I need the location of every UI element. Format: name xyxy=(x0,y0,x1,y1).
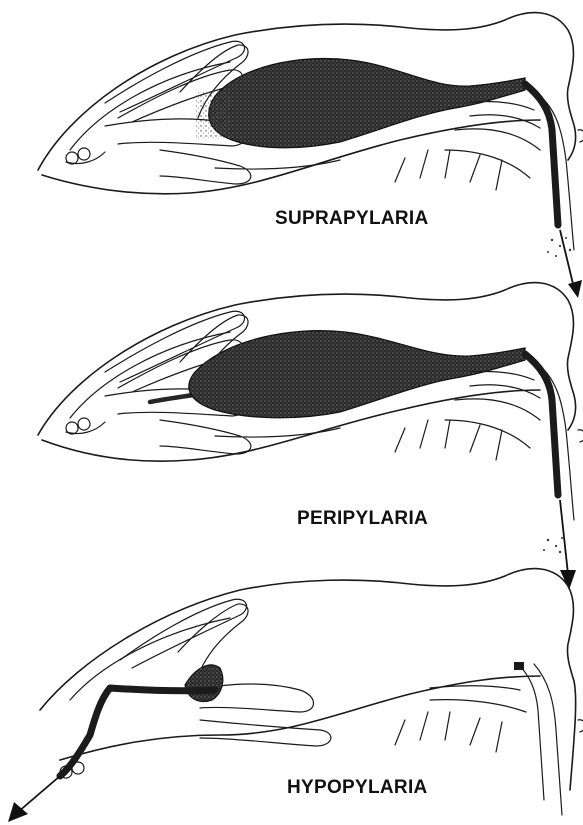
side-knob xyxy=(578,130,583,142)
stippled-mass xyxy=(209,59,525,148)
panel-label: SUPRAPYLARIA xyxy=(275,208,429,229)
panel-suprapylaria: SUPRAPYLARIA xyxy=(38,13,583,298)
paired-circles xyxy=(66,418,105,434)
right-lobes xyxy=(430,686,526,712)
stippled-fan xyxy=(185,665,223,702)
tick-marks xyxy=(395,712,502,752)
paired-circles xyxy=(66,148,105,164)
tick-marks xyxy=(395,420,502,460)
tick-marks xyxy=(395,150,502,190)
duct-node xyxy=(514,662,524,670)
panel-label: PERIPYLARIA xyxy=(297,508,428,529)
arrow-down xyxy=(560,230,582,298)
side-knob xyxy=(578,430,583,442)
arrow-down-left xyxy=(8,776,60,822)
duct-outline xyxy=(534,664,562,815)
stippled-mass xyxy=(189,331,525,418)
descending-duct xyxy=(518,664,544,800)
panel-peripylaria: PERIPYLARIA xyxy=(38,283,583,590)
spray-dots xyxy=(547,237,571,257)
right-lobes xyxy=(445,101,540,178)
stipple-spread xyxy=(196,92,232,138)
side-knob xyxy=(578,720,583,732)
left-duct xyxy=(60,688,215,776)
panel-hypopylaria: HYPOPYLARIA xyxy=(8,569,583,822)
spray-dots xyxy=(543,537,563,553)
descending-duct xyxy=(525,84,558,225)
right-lobes xyxy=(445,371,540,448)
coil-loops xyxy=(120,599,248,676)
descending-duct xyxy=(525,354,558,495)
panel-label: HYPOPYLARIA xyxy=(287,777,428,798)
